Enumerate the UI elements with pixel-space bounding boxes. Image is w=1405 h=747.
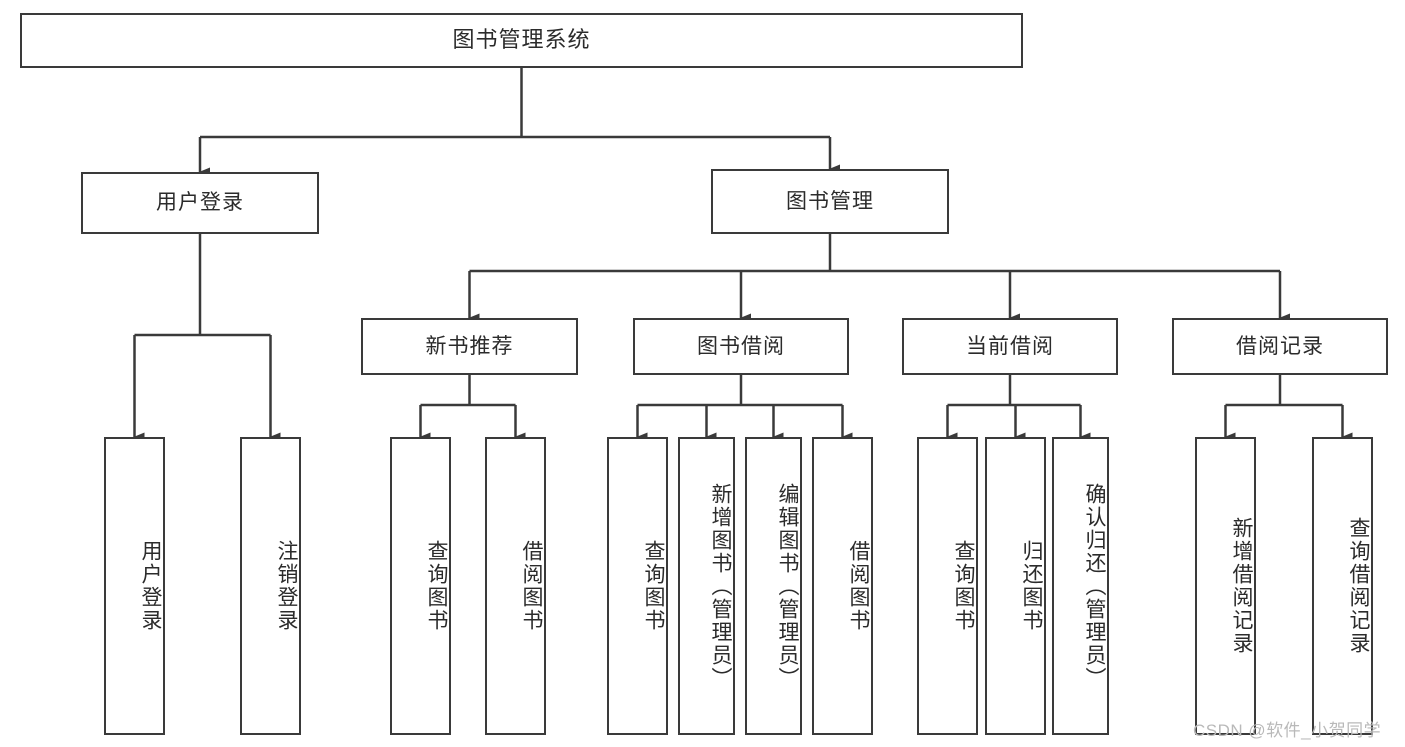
csdn-watermark: CSDN @软件_小贺同学	[1193, 721, 1382, 740]
node-current[interactable]: 当前借阅	[902, 318, 1118, 375]
node-leaf-borrow-query[interactable]: 查询图书	[607, 437, 668, 735]
node-leaf-record-query[interactable]: 查询借阅记录	[1312, 437, 1373, 735]
node-leaf-borrow-edit[interactable]: 编辑图书（管理员）	[745, 437, 802, 735]
node-leaf-new-query[interactable]: 查询图书	[390, 437, 451, 735]
node-login[interactable]: 用户登录	[81, 172, 319, 234]
node-borrow[interactable]: 图书借阅	[633, 318, 849, 375]
node-leaf-record-add[interactable]: 新增借阅记录	[1195, 437, 1256, 735]
node-newbook[interactable]: 新书推荐	[361, 318, 578, 375]
node-leaf-current-query[interactable]: 查询图书	[917, 437, 978, 735]
node-leaf-user-login[interactable]: 用户登录	[104, 437, 165, 735]
node-record[interactable]: 借阅记录	[1172, 318, 1388, 375]
node-leaf-borrow-add[interactable]: 新增图书（管理员）	[678, 437, 735, 735]
node-root[interactable]: 图书管理系统	[20, 13, 1023, 68]
node-leaf-current-confirm[interactable]: 确认归还（管理员）	[1052, 437, 1109, 735]
node-bookmgmt[interactable]: 图书管理	[711, 169, 949, 234]
node-leaf-borrow-lend[interactable]: 借阅图书	[812, 437, 873, 735]
edges	[133, 68, 1353, 442]
node-leaf-user-logout[interactable]: 注销登录	[240, 437, 301, 735]
node-leaf-new-borrow[interactable]: 借阅图书	[485, 437, 546, 735]
node-leaf-current-return[interactable]: 归还图书	[985, 437, 1046, 735]
